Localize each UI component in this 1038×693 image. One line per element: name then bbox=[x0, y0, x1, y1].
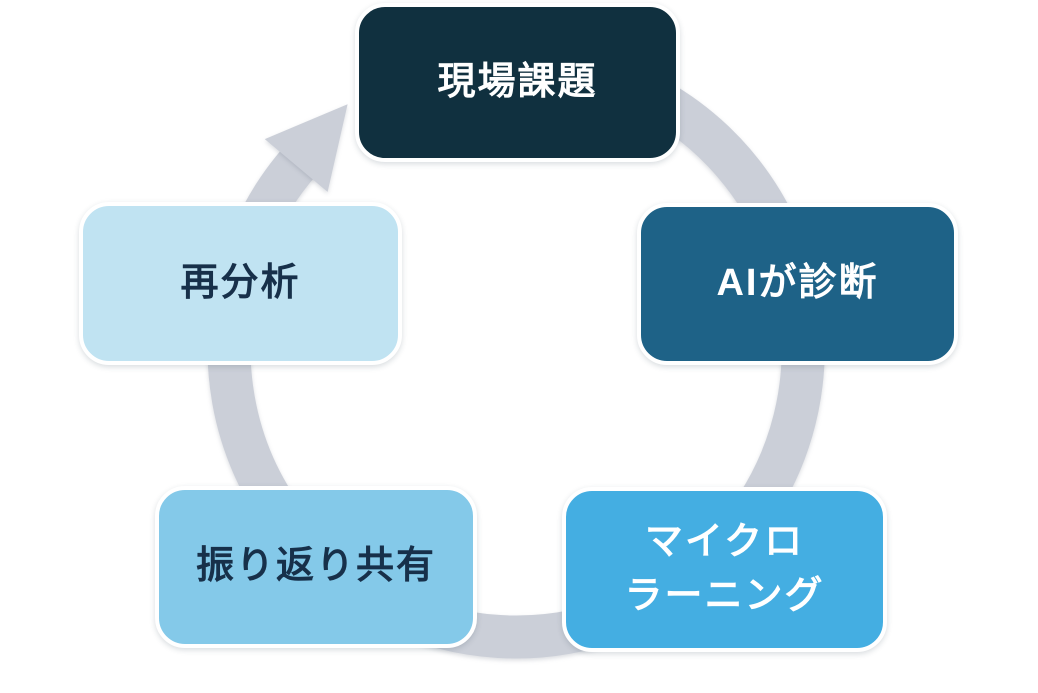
cycle-step-re-analysis: 再分析 bbox=[79, 202, 402, 365]
cycle-step-label: AIが診断 bbox=[716, 262, 879, 305]
cycle-step-reflection-sharing: 振り返り共有 bbox=[155, 486, 477, 648]
cycle-step-label-line1: マイクロ bbox=[644, 520, 805, 563]
arrow-head-icon bbox=[264, 104, 348, 192]
cycle-step-label: 再分析 bbox=[180, 261, 301, 304]
cycle-step-ai-diagnosis: AIが診断 bbox=[637, 203, 958, 365]
cycle-step-field-issues: 現場課題 bbox=[355, 3, 680, 162]
cycle-step-label: 現場課題 bbox=[437, 60, 598, 103]
cycle-step-label: 振り返り共有 bbox=[195, 545, 436, 588]
cycle-step-label-line2: ラーニング bbox=[624, 574, 825, 617]
cycle-step-micro-learning: マイクロ ラーニング bbox=[562, 487, 887, 652]
